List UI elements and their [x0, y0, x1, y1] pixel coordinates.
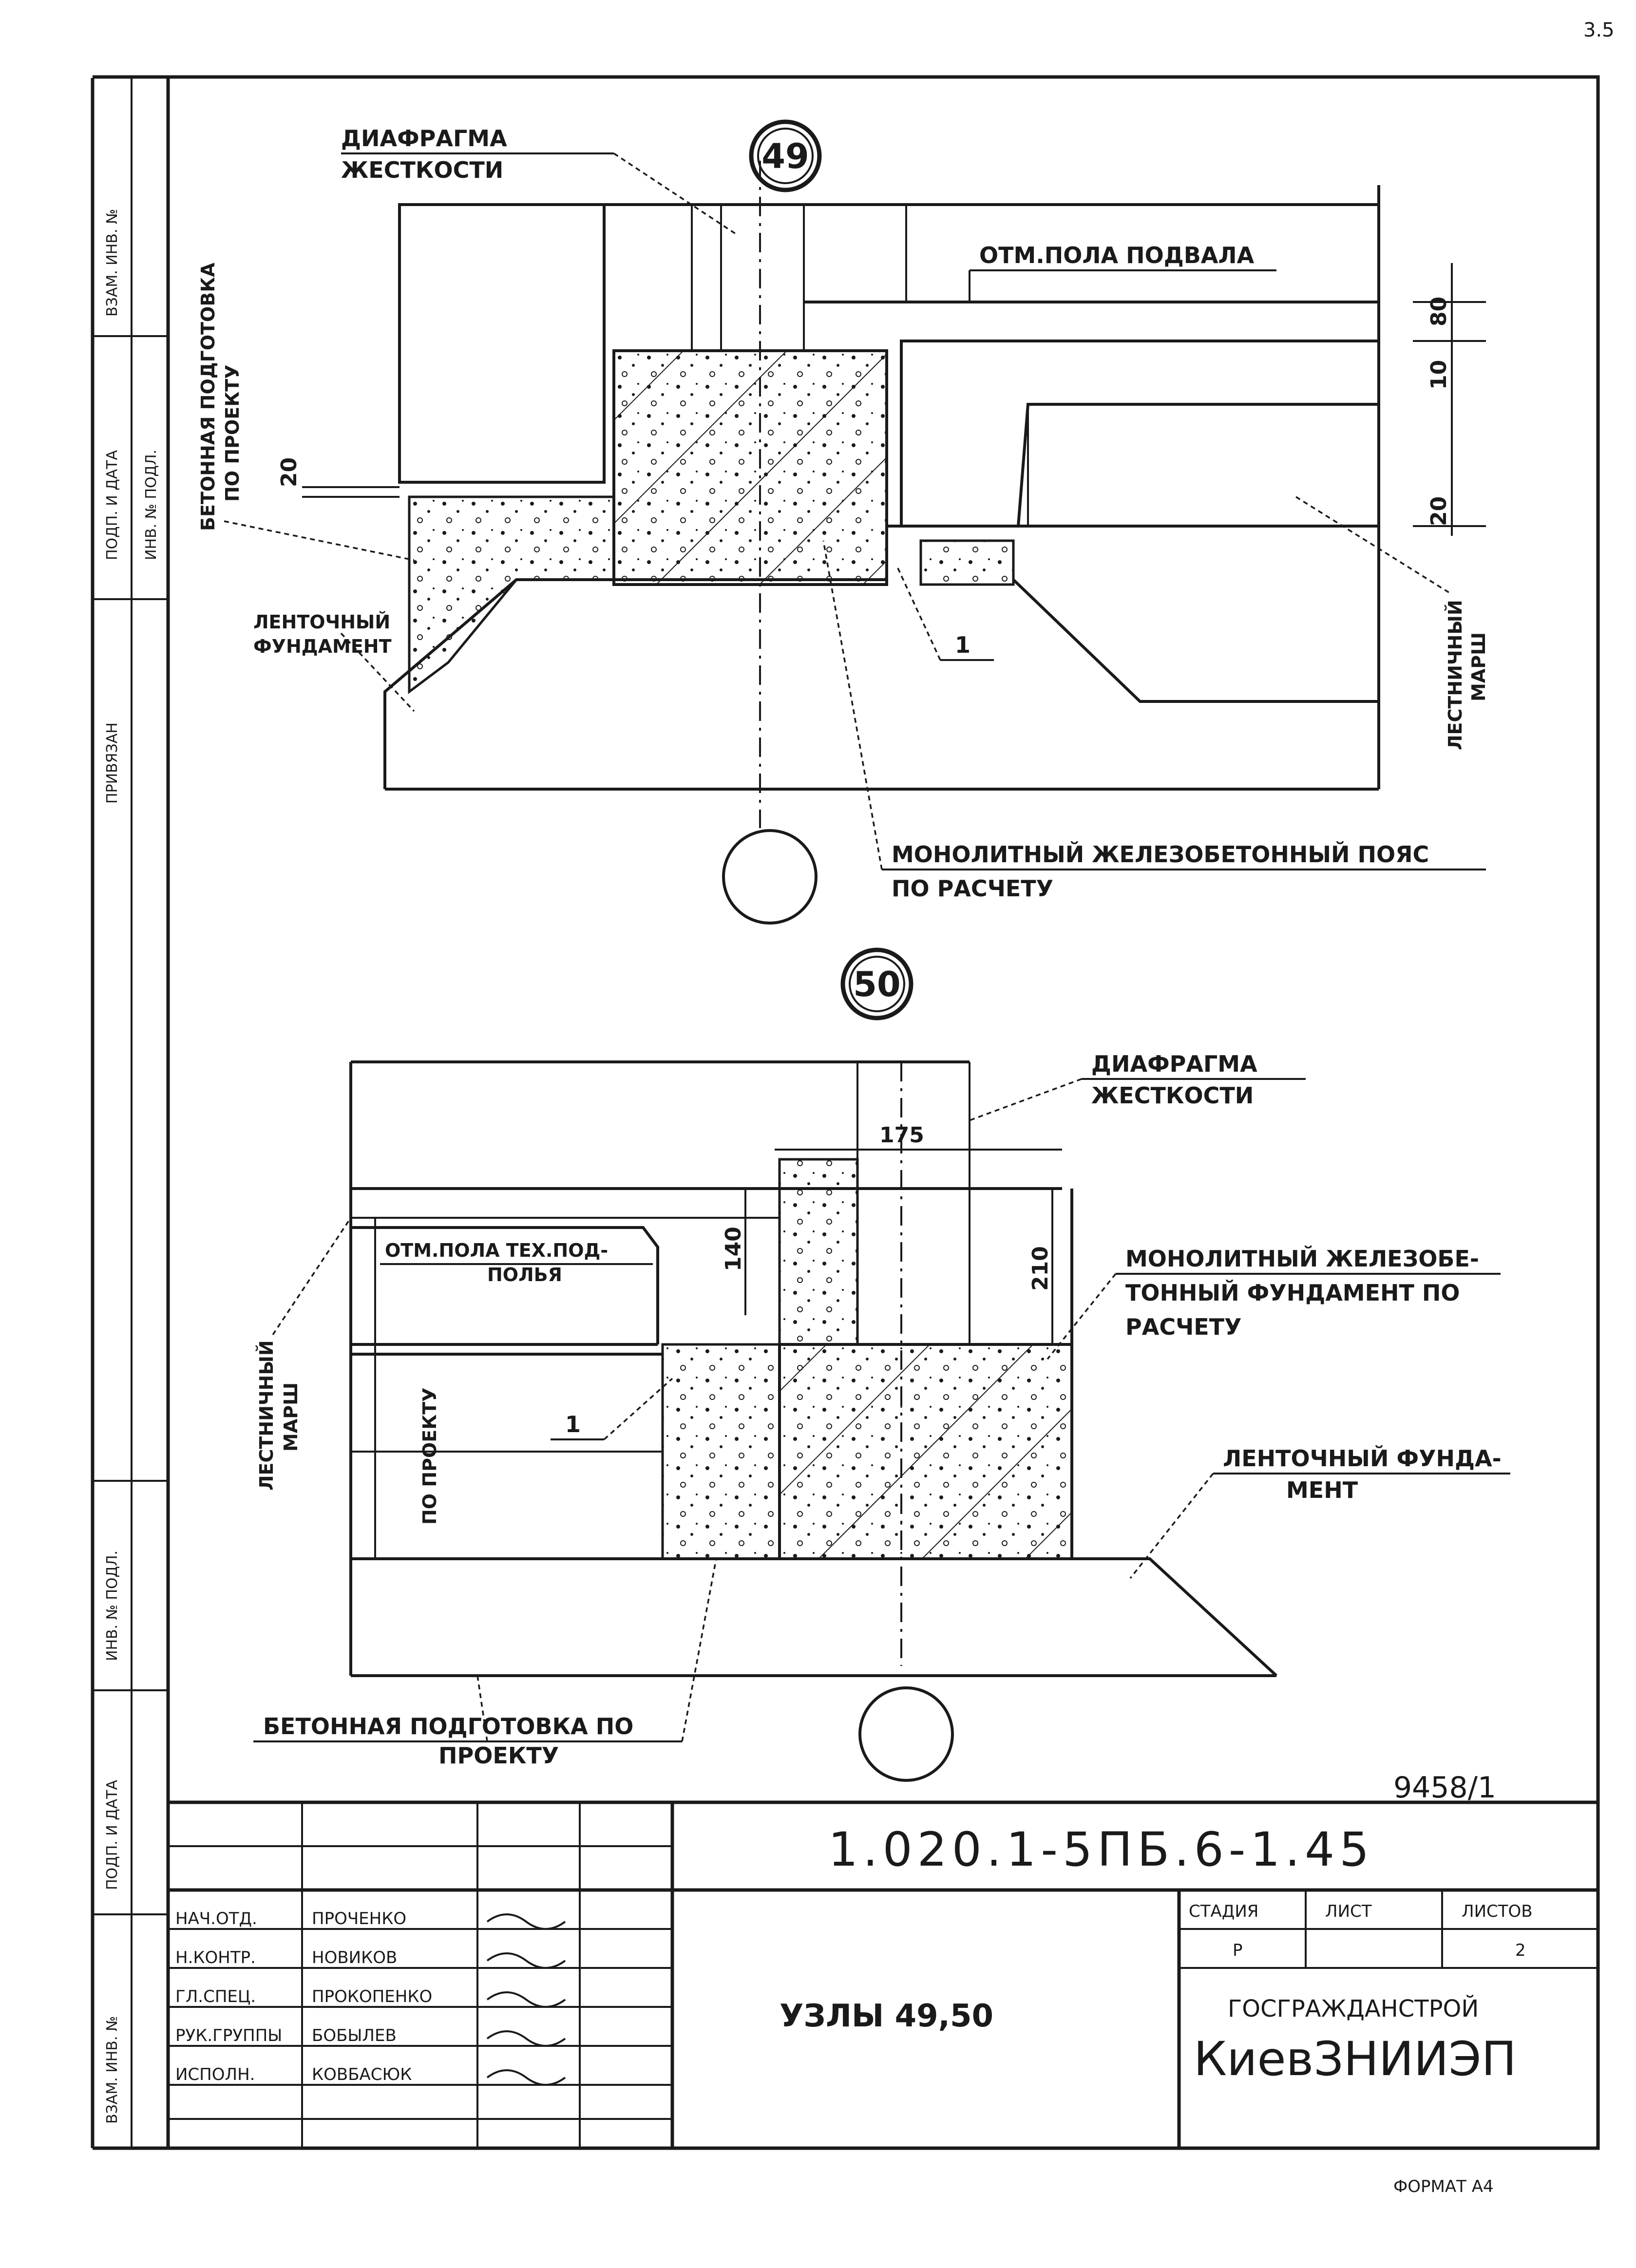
page-ref: 9458/1 [1393, 1771, 1496, 1805]
node-49-monolithic-belt-1: МОНОЛИТНЫЙ ЖЕЛЕЗОБЕТОННЫЙ ПОЯС [892, 841, 1429, 868]
node-49-concrete-prep-1: БЕТОННАЯ ПОДГОТОВКА [197, 263, 219, 531]
org-line-2: КиевЗНИИЭП [1194, 2032, 1517, 2086]
node-49-callout: 1 [955, 632, 970, 658]
sheet-frame [91, 75, 1600, 2150]
name-4: БОБЫЛЕВ [312, 2026, 397, 2045]
node-49-stair-flight-2: МАРШ [1468, 632, 1489, 701]
role-4: РУК.ГРУППЫ [175, 2026, 282, 2045]
stamp-cell-6: ПОДП. И ДАТА [104, 1779, 121, 1890]
stamp-cell-1: ВЗАМ. ИНВ. № [104, 209, 121, 317]
stamp-cell-3: ИНВ. № ПОДЛ. [143, 450, 160, 560]
name-2: НОВИКОВ [312, 1948, 397, 1967]
stage-header-1: СТАДИЯ [1189, 1902, 1258, 1921]
stage-header-3: ЛИСТОВ [1462, 1902, 1533, 1921]
node-50-diaphragm-2: ЖЕСТКОСТИ [1091, 1082, 1254, 1109]
node-49-floor-mark: ОТМ.ПОЛА ПОДВАЛА [979, 242, 1255, 268]
drawing-title: УЗЛЫ 49,50 [780, 1998, 993, 2034]
node-50-stair-flight-1: ЛЕСТНИЧНЫЙ [256, 1340, 277, 1491]
node-50-monolithic-foundation-3: РАСЧЕТУ [1125, 1314, 1242, 1340]
role-2: Н.КОНТР. [175, 1948, 256, 1967]
dim-50-140: 140 [721, 1227, 746, 1271]
node-50-concrete-prep-2: ПРОЕКТУ [438, 1742, 559, 1769]
node-49-monolithic-belt-2: ПО РАСЧЕТУ [892, 875, 1053, 902]
role-5: ИСПОЛН. [175, 2065, 255, 2084]
role-1: НАЧ.ОТД. [175, 1909, 257, 1928]
node-50-drawing: 50 175 140 210 [253, 947, 1510, 1782]
node-50-strip-foundation-1: ЛЕНТОЧНЫЙ ФУНДА- [1223, 1445, 1502, 1472]
stamp-cell-4: ПРИВЯЗАН [104, 722, 121, 804]
node-49-axis-bubble [722, 829, 818, 925]
node-50-diaphragm-1: ДИАФРАГМА [1091, 1051, 1257, 1077]
node-49-strip-foundation-1: ЛЕНТОЧНЫЙ [253, 611, 390, 633]
node-49-diaphragm-label-1: ДИАФРАГМА [341, 125, 507, 151]
node-49-marker: 49 [761, 136, 809, 176]
org-line-1: ГОСГРАЖДАНСТРОЙ [1228, 1995, 1479, 2022]
left-margin-stamps: ВЗАМ. ИНВ. № ПОДП. И ДАТА ИНВ. № ПОДЛ. П… [104, 209, 160, 2124]
dim-49-20-left: 20 [277, 457, 302, 487]
dim-49-80: 80 [1427, 297, 1451, 326]
node-50-strip-foundation-2: МЕНТ [1286, 1477, 1358, 1503]
sheet-number-top: 3.5 [1583, 19, 1615, 41]
stamp-cell-5: ИНВ. № ПОДЛ. [104, 1550, 121, 1661]
name-5: КОВБАСЮК [312, 2065, 412, 2084]
node-49-concrete-prep-2: ПО ПРОЕКТУ [222, 364, 243, 502]
name-1: ПРОЧЕНКО [312, 1909, 406, 1928]
node-50-concrete-prep-1: БЕТОННАЯ ПОДГОТОВКА ПО [263, 1713, 633, 1739]
dim-49-10: 10 [1427, 360, 1451, 390]
node-50-monolithic-foundation-2: ТОННЫЙ ФУНДАМЕНТ ПО [1125, 1280, 1460, 1306]
dim-50-210: 210 [1028, 1246, 1053, 1291]
stage-value-3: 2 [1515, 1941, 1526, 1960]
node-50-stair-flight-2: МАРШ [280, 1382, 302, 1452]
signatures [486, 1913, 566, 2086]
node-49-diaphragm-label-2: ЖЕСТКОСТИ [341, 157, 503, 183]
node-49-stair-flight-1: ЛЕСТНИЧНЫЙ [1445, 600, 1466, 750]
node-50-marker: 50 [853, 964, 900, 1004]
stage-header-2: ЛИСТ [1325, 1902, 1372, 1921]
node-50-axis-bubble [858, 1686, 954, 1782]
dim-49-20-right: 20 [1427, 496, 1451, 526]
stage-value-1: Р [1233, 1941, 1243, 1960]
node-50-callout: 1 [565, 1411, 581, 1437]
stamp-cell-2: ПОДП. И ДАТА [104, 450, 121, 560]
role-3: ГЛ.СПЕЦ. [175, 1987, 256, 2006]
node-49-strip-foundation-2: ФУНДАМЕНТ [253, 636, 392, 657]
title-block: 1.020.1-5ПБ.6-1.45 УЗЛЫ 49,50 ГОСГРАЖДАН… [168, 1800, 1598, 2148]
node-50-vertical-note: ПО ПРОЕКТУ [419, 1387, 440, 1525]
doc-code: 1.020.1-5ПБ.6-1.45 [828, 1822, 1374, 1877]
stamp-cell-7: ВЗАМ. ИНВ. № [104, 2016, 121, 2124]
format-label: ФОРМАТ А4 [1393, 2177, 1494, 2196]
node-50-floor-mark-1: ОТМ.ПОЛА ТЕХ.ПОД- [385, 1240, 608, 1261]
dim-50-175: 175 [879, 1123, 924, 1148]
node-50-monolithic-foundation-1: МОНОЛИТНЫЙ ЖЕЛЕЗОБЕ- [1125, 1246, 1479, 1272]
name-3: ПРОКОПЕНКО [312, 1987, 432, 2006]
node-50-floor-mark-2: ПОЛЬЯ [487, 1264, 562, 1285]
node-49-drawing: 49 80 10 2 [197, 119, 1489, 925]
